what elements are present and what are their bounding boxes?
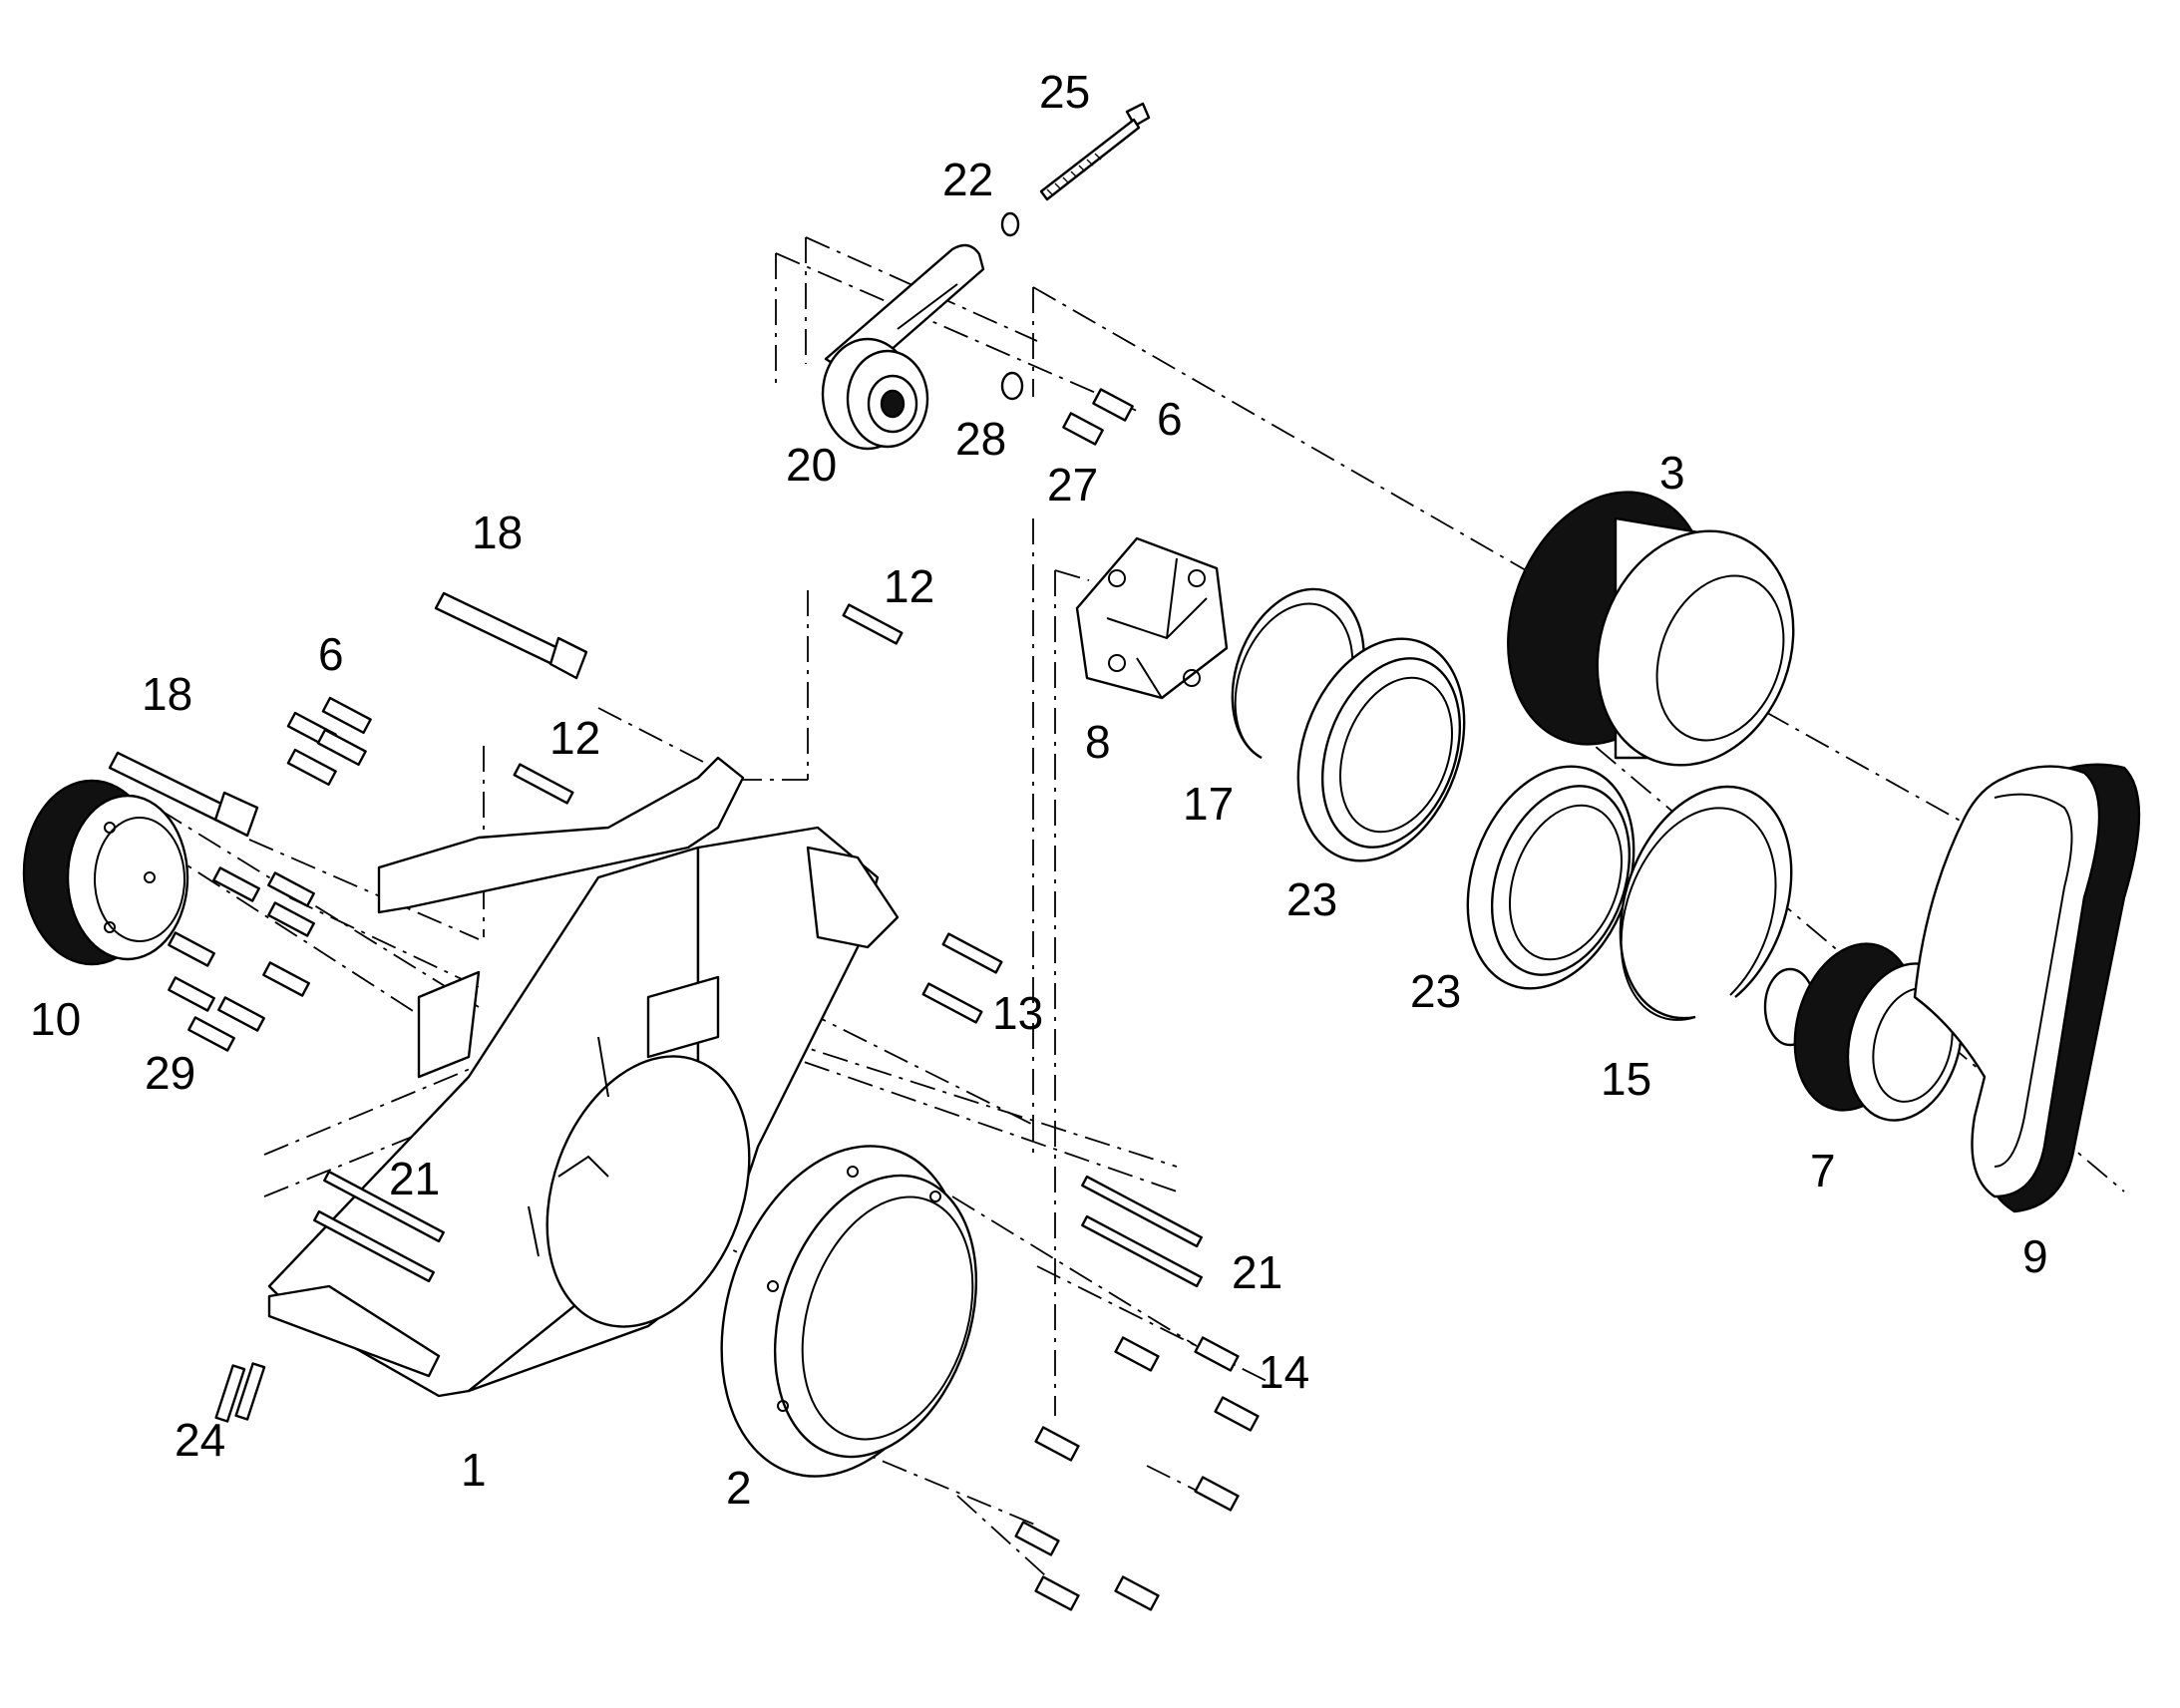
callout-12-upper: 12: [884, 560, 934, 612]
part-6-bolts-upper: [1062, 388, 1134, 446]
callout-12-lower: 12: [549, 712, 600, 764]
part-21-bolts-left: [313, 1170, 445, 1283]
callout-9: 9: [2022, 1230, 2048, 1282]
part-23-bearing-upper: [1296, 637, 1466, 862]
callout-6-lower: 6: [318, 628, 344, 680]
callout-21-left: 21: [389, 1153, 440, 1204]
callout-28: 28: [955, 413, 1006, 465]
part-24-bolts: [214, 1362, 266, 1423]
part-10-pulley: [22, 779, 189, 966]
part-18-standoff-lower: [108, 751, 259, 838]
callout-1: 1: [461, 1444, 487, 1496]
part-21-bolts-right: [1081, 1175, 1203, 1288]
part-13-bolts: [921, 932, 1003, 1024]
callout-labels: 25 22 6 28 20 27 3 18 12 6 18 12 8 17 23…: [30, 66, 2048, 1514]
part-12-bolt-upper: [842, 603, 904, 645]
callout-23-lower: 23: [1410, 965, 1461, 1017]
callout-22: 22: [942, 154, 993, 205]
part-22-nut: [1000, 211, 1020, 237]
part-1-main-plate: [267, 756, 900, 1398]
part-9-belt: [1913, 763, 2141, 1213]
callout-25: 25: [1039, 66, 1090, 118]
part-29-bolts: [168, 866, 315, 1052]
part-23-bearing-lower: [1466, 765, 1635, 990]
part-6-bolts-lower: [286, 696, 372, 787]
callout-24: 24: [175, 1414, 225, 1466]
part-3-clutch-housing: [1507, 491, 1795, 767]
callout-15: 15: [1601, 1053, 1651, 1105]
callout-23-upper: 23: [1286, 873, 1337, 925]
callout-14: 14: [1259, 1346, 1309, 1398]
callout-20: 20: [786, 439, 837, 491]
callout-10: 10: [30, 993, 81, 1045]
part-8-coupling: [1075, 536, 1229, 700]
callout-18-lower: 18: [142, 668, 192, 720]
callout-21-right: 21: [1232, 1246, 1282, 1298]
callout-7: 7: [1810, 1145, 1836, 1196]
callout-17: 17: [1183, 778, 1234, 830]
part-25-long-bolt: [1039, 102, 1151, 201]
part-2-bell-housing: [720, 1145, 978, 1478]
part-18-standoff-upper: [434, 591, 588, 680]
callout-27: 27: [1047, 459, 1098, 511]
callout-8: 8: [1085, 716, 1111, 768]
part-15-snap-ring: [1619, 785, 1793, 1021]
callout-3: 3: [1659, 447, 1685, 499]
callout-6-upper: 6: [1157, 393, 1183, 445]
part-14-bolts: [1014, 1336, 1260, 1611]
callout-2: 2: [726, 1462, 752, 1514]
part-20-tensioner: [821, 243, 985, 451]
callout-29: 29: [145, 1047, 195, 1099]
part-28-washer: [1000, 371, 1024, 401]
callout-18-upper: 18: [472, 507, 523, 558]
callout-13: 13: [992, 987, 1043, 1039]
part-12-bolt-lower: [513, 763, 574, 805]
